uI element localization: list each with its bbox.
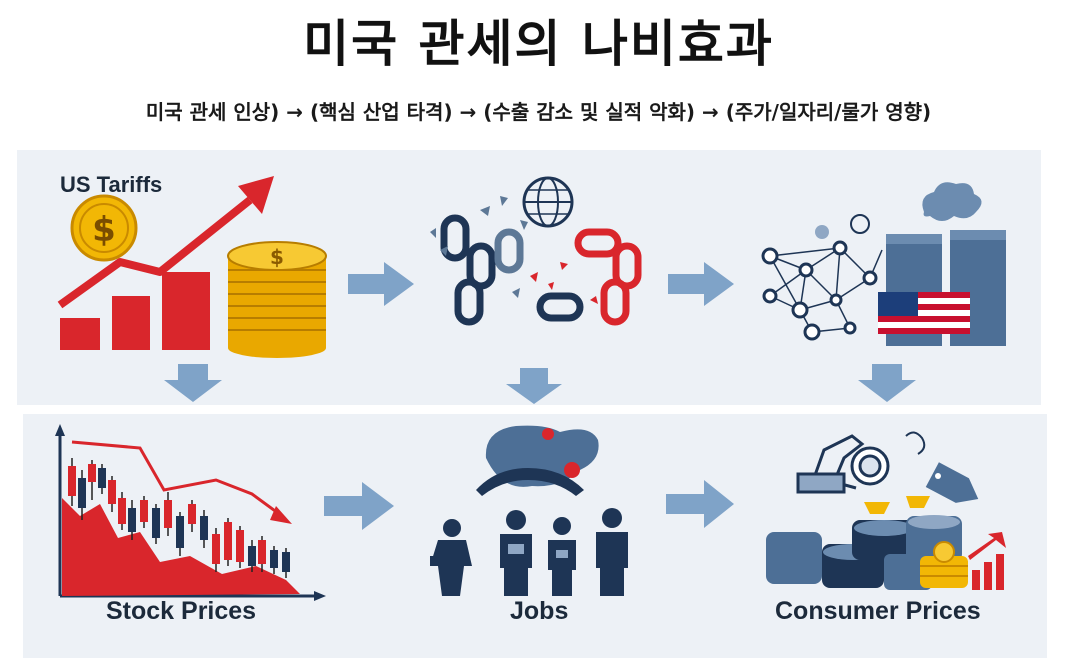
flow-arrows-down (164, 364, 916, 404)
us-flag-icon (878, 292, 970, 334)
broken-chain-globe-icon (430, 176, 642, 326)
page-title: 미국 관세의 나비효과 (303, 15, 774, 73)
svg-text:$: $ (92, 210, 116, 250)
jobs-label: Jobs (510, 597, 569, 625)
candlesticks (68, 458, 290, 578)
flow-arrows-bottom (324, 480, 734, 530)
svg-text:$: $ (270, 245, 284, 269)
falling-candlestick-chart-icon (55, 424, 326, 601)
coin-stack-icon: $ (227, 241, 327, 358)
rising-bar-chart-with-coins-icon: $ $ (57, 176, 327, 358)
workers-group-icon (430, 425, 628, 596)
flow-subtitle: 미국 관세 인상) → (핵심 산업 타격) → (수출 감소 및 실적 악화)… (145, 100, 932, 124)
stock-prices-label: Stock Prices (106, 597, 257, 625)
flow-arrows-top (348, 262, 734, 306)
network-factory-us-flag-icon (761, 182, 1006, 346)
shipping-and-price-tag-icon (766, 431, 1006, 590)
us-tariffs-label: US Tariffs (60, 172, 163, 197)
consumer-prices-label: Consumer Prices (775, 597, 981, 625)
